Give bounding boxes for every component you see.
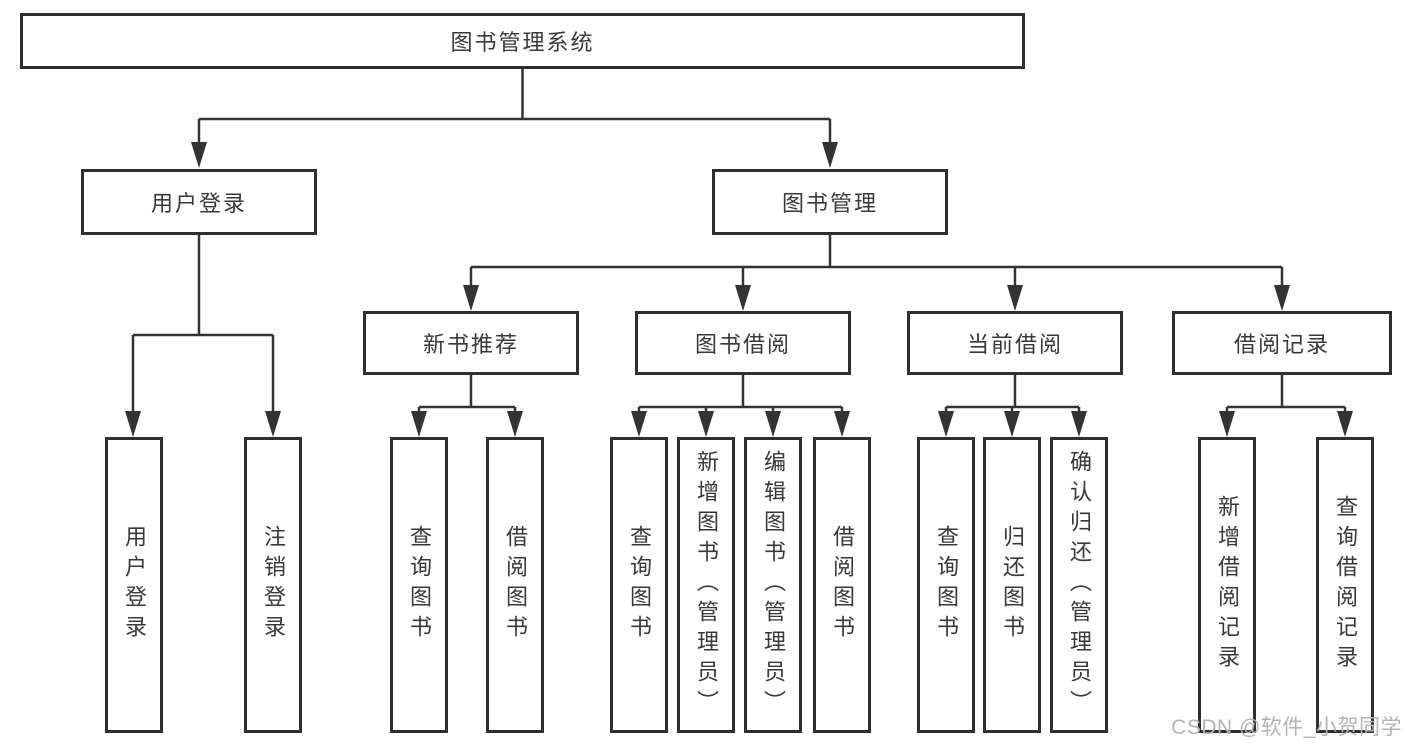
arrow-down-icon bbox=[191, 142, 207, 168]
node-borrow-records: 借阅记录 bbox=[1172, 311, 1392, 375]
node-label: 编辑图书（管理员） bbox=[761, 450, 786, 720]
arrow-down-icon bbox=[938, 411, 954, 437]
leaf-return-book: 归还图书 bbox=[983, 437, 1041, 733]
arrow-down-icon bbox=[1071, 411, 1087, 437]
arrow-down-icon bbox=[1337, 411, 1353, 437]
leaf-logout: 注销登录 bbox=[244, 437, 302, 733]
arrow-down-icon bbox=[735, 285, 751, 311]
leaf-confirm-return-admin: 确认归还（管理员） bbox=[1050, 437, 1108, 733]
node-label: 图书管理 bbox=[781, 191, 878, 216]
arrow-down-icon bbox=[822, 142, 838, 168]
arrow-down-icon bbox=[1004, 411, 1020, 437]
arrow-down-icon bbox=[463, 285, 479, 311]
leaf-query-book-1: 查询图书 bbox=[390, 437, 448, 733]
node-label: 归还图书 bbox=[1000, 525, 1025, 645]
node-label: 当前借阅 bbox=[966, 332, 1063, 357]
node-label: 新增图书（管理员） bbox=[694, 450, 719, 720]
arrow-down-icon bbox=[125, 411, 141, 437]
node-label: 借阅图书 bbox=[503, 525, 528, 645]
arrow-down-icon bbox=[411, 411, 427, 437]
node-label: 查询图书 bbox=[627, 525, 652, 645]
node-user-login: 用户登录 bbox=[81, 169, 317, 235]
node-label: 图书管理系统 bbox=[450, 30, 595, 55]
node-label: 新增借阅记录 bbox=[1215, 495, 1240, 675]
node-new-book-recommend: 新书推荐 bbox=[363, 311, 579, 375]
node-label: 用户登录 bbox=[150, 191, 247, 216]
arrow-down-icon bbox=[698, 411, 714, 437]
leaf-edit-book-admin: 编辑图书（管理员） bbox=[744, 437, 802, 733]
leaf-add-borrow-record: 新增借阅记录 bbox=[1198, 437, 1256, 733]
node-label: 借阅记录 bbox=[1233, 332, 1330, 357]
leaf-query-book-3: 查询图书 bbox=[917, 437, 975, 733]
node-label: 用户登录 bbox=[122, 525, 147, 645]
node-label: 查询图书 bbox=[407, 525, 432, 645]
watermark: CSDN @软件_小贺同学 bbox=[1171, 716, 1402, 739]
arrow-down-icon bbox=[1219, 411, 1235, 437]
node-book-management: 图书管理 bbox=[712, 169, 948, 235]
node-label: 注销登录 bbox=[261, 525, 286, 645]
arrow-down-icon bbox=[834, 411, 850, 437]
arrow-down-icon bbox=[1007, 285, 1023, 311]
node-current-borrowing: 当前借阅 bbox=[907, 311, 1123, 375]
node-label: 查询图书 bbox=[934, 525, 959, 645]
leaf-query-borrow-record: 查询借阅记录 bbox=[1316, 437, 1374, 733]
node-label: 图书借阅 bbox=[694, 332, 791, 357]
arrow-down-icon bbox=[1274, 285, 1290, 311]
node-label: 借阅图书 bbox=[830, 525, 855, 645]
leaf-user-login: 用户登录 bbox=[105, 437, 163, 733]
node-library-management-system: 图书管理系统 bbox=[20, 13, 1025, 69]
connector-path bbox=[131, 69, 1347, 413]
node-book-borrowing: 图书借阅 bbox=[635, 311, 851, 375]
arrow-down-icon bbox=[765, 411, 781, 437]
node-label: 新书推荐 bbox=[422, 332, 519, 357]
arrow-down-icon bbox=[631, 411, 647, 437]
leaf-borrow-book-2: 借阅图书 bbox=[813, 437, 871, 733]
arrow-down-icon bbox=[265, 411, 281, 437]
node-label: 确认归还（管理员） bbox=[1067, 450, 1092, 720]
leaf-add-book-admin: 新增图书（管理员） bbox=[677, 437, 735, 733]
leaf-borrow-book-1: 借阅图书 bbox=[486, 437, 544, 733]
node-label: 查询借阅记录 bbox=[1333, 495, 1358, 675]
arrowheads bbox=[125, 142, 1353, 437]
arrow-down-icon bbox=[507, 411, 523, 437]
leaf-query-book-2: 查询图书 bbox=[610, 437, 668, 733]
